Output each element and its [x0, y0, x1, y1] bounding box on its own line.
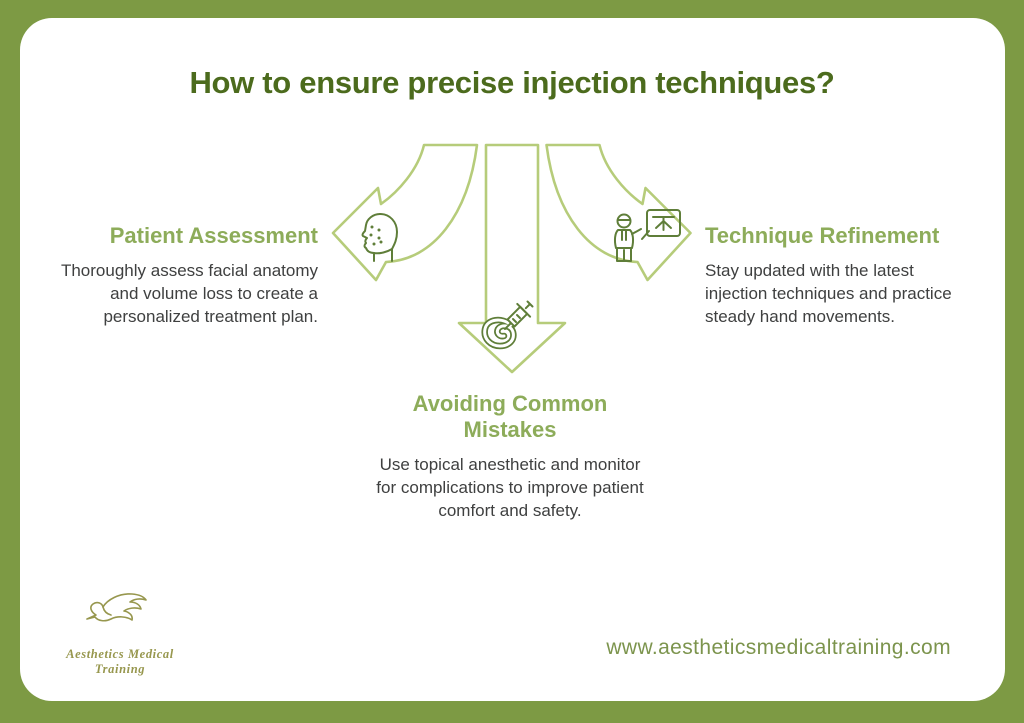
logo-text-line2: Training	[94, 662, 146, 676]
logo-text: Aesthetics Medical Training	[35, 647, 205, 677]
branch-body-technique-refinement: Stay updated with the latest injection t…	[705, 261, 952, 327]
branch-heading-technique-refinement: Technique Refinement	[705, 223, 940, 248]
dove-logo-icon	[86, 593, 147, 622]
page-title: How to ensure precise injection techniqu…	[189, 64, 835, 100]
left-arrow	[331, 143, 479, 282]
syringe-icon	[481, 300, 534, 350]
branch-heading-avoiding-common-mistakes: Avoiding Common Mistakes	[412, 391, 608, 443]
down-arrow	[457, 143, 567, 374]
website-link[interactable]: www.aestheticsmedicaltraining.com	[606, 636, 951, 659]
branch-patient-assessment: Patient Assessment Thoroughly assess fac…	[42, 223, 318, 329]
face-profile-icon	[361, 213, 398, 262]
branch-body-avoiding-common-mistakes: Use topical anesthetic and monitor for c…	[376, 454, 644, 520]
branch-heading-patient-assessment: Patient Assessment	[109, 223, 318, 248]
branch-technique-refinement: Technique Refinement Stay updated with t…	[705, 223, 955, 329]
logo-text-line1: Aesthetics Medical	[66, 647, 174, 661]
branch-avoiding-common-mistakes: Avoiding Common Mistakes Use topical ane…	[370, 391, 650, 523]
branch-body-patient-assessment: Thoroughly assess facial anatomy and vol…	[60, 261, 318, 327]
right-arrow	[545, 143, 692, 282]
branching-arrows-graphic	[331, 143, 692, 374]
brand-logo: Aesthetics Medical Training	[35, 588, 205, 677]
presenter-board-icon	[613, 209, 681, 262]
